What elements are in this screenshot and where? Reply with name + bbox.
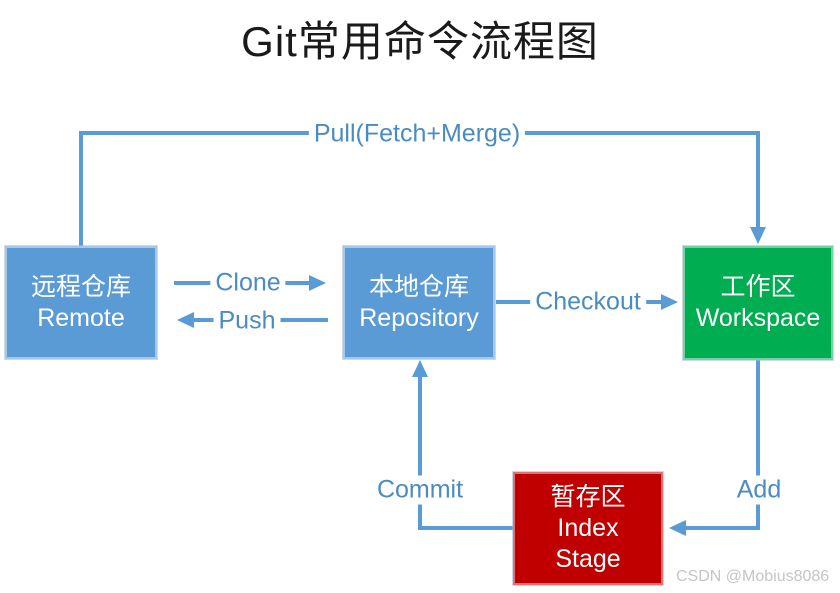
node-repository-label-zh: 本地仓库 <box>368 272 469 301</box>
arrow-add <box>669 360 760 536</box>
node-index-stage: 暂存区 Index Stage <box>513 472 663 585</box>
edge-label-checkout: Checkout <box>530 287 646 317</box>
arrow-commit <box>412 360 513 530</box>
node-remote-label-zh: 远程仓库 <box>30 272 131 301</box>
edge-label-add: Add <box>731 475 787 505</box>
edge-label-pull: Pull(Fetch+Merge) <box>308 119 526 149</box>
node-index-label-en2: Stage <box>555 545 621 573</box>
node-remote-label-en: Remote <box>37 303 125 332</box>
node-remote-repo: 远程仓库 Remote <box>5 246 157 359</box>
node-workspace-label-zh: 工作区 <box>720 273 796 301</box>
node-index-label-en1: Index <box>557 514 619 542</box>
edge-label-commit: Commit <box>371 475 469 505</box>
csdn-watermark: CSDN @Mobius8086 <box>676 568 830 585</box>
diagram-title: Git常用命令流程图 <box>241 18 599 65</box>
arrow-pull <box>79 131 766 246</box>
edge-label-push: Push <box>213 306 281 336</box>
node-workspace-label-en: Workspace <box>695 304 821 332</box>
node-repository-label-en: Repository <box>359 303 479 332</box>
node-index-label-zh: 暂存区 <box>550 483 626 511</box>
node-workspace: 工作区 Workspace <box>683 246 833 360</box>
edge-label-clone: Clone <box>210 268 286 298</box>
node-local-repo: 本地仓库 Repository <box>343 246 495 359</box>
